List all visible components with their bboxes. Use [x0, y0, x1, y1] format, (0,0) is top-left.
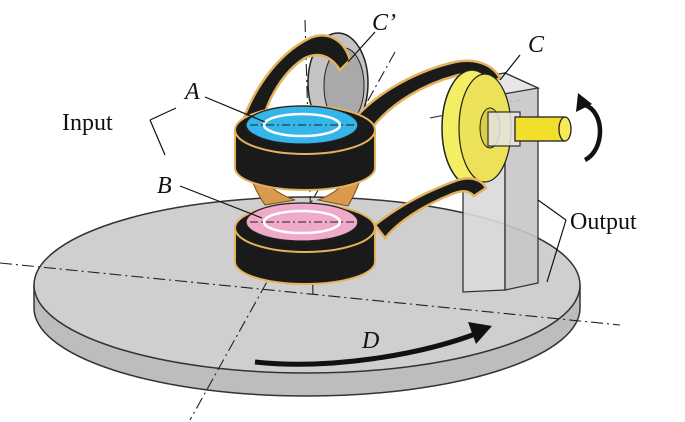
input-pulley-b [234, 202, 376, 285]
input-pulley-a [234, 105, 376, 191]
output-shaft [487, 111, 572, 147]
label-a: A [183, 79, 200, 105]
curved-rotation-arrow-icon [576, 93, 603, 163]
label-b: B [157, 173, 172, 199]
input-label: Input [62, 110, 113, 136]
turntable [33, 196, 581, 397]
label-d: D [361, 328, 379, 354]
output-label: Output [570, 209, 637, 235]
leader-lines [149, 31, 567, 283]
curved-arrow-icon [254, 322, 492, 367]
label-c: C [528, 32, 545, 58]
belt-lower-right [373, 177, 488, 240]
turntable-top [33, 196, 581, 374]
label-c-prime: C’ [372, 10, 396, 36]
